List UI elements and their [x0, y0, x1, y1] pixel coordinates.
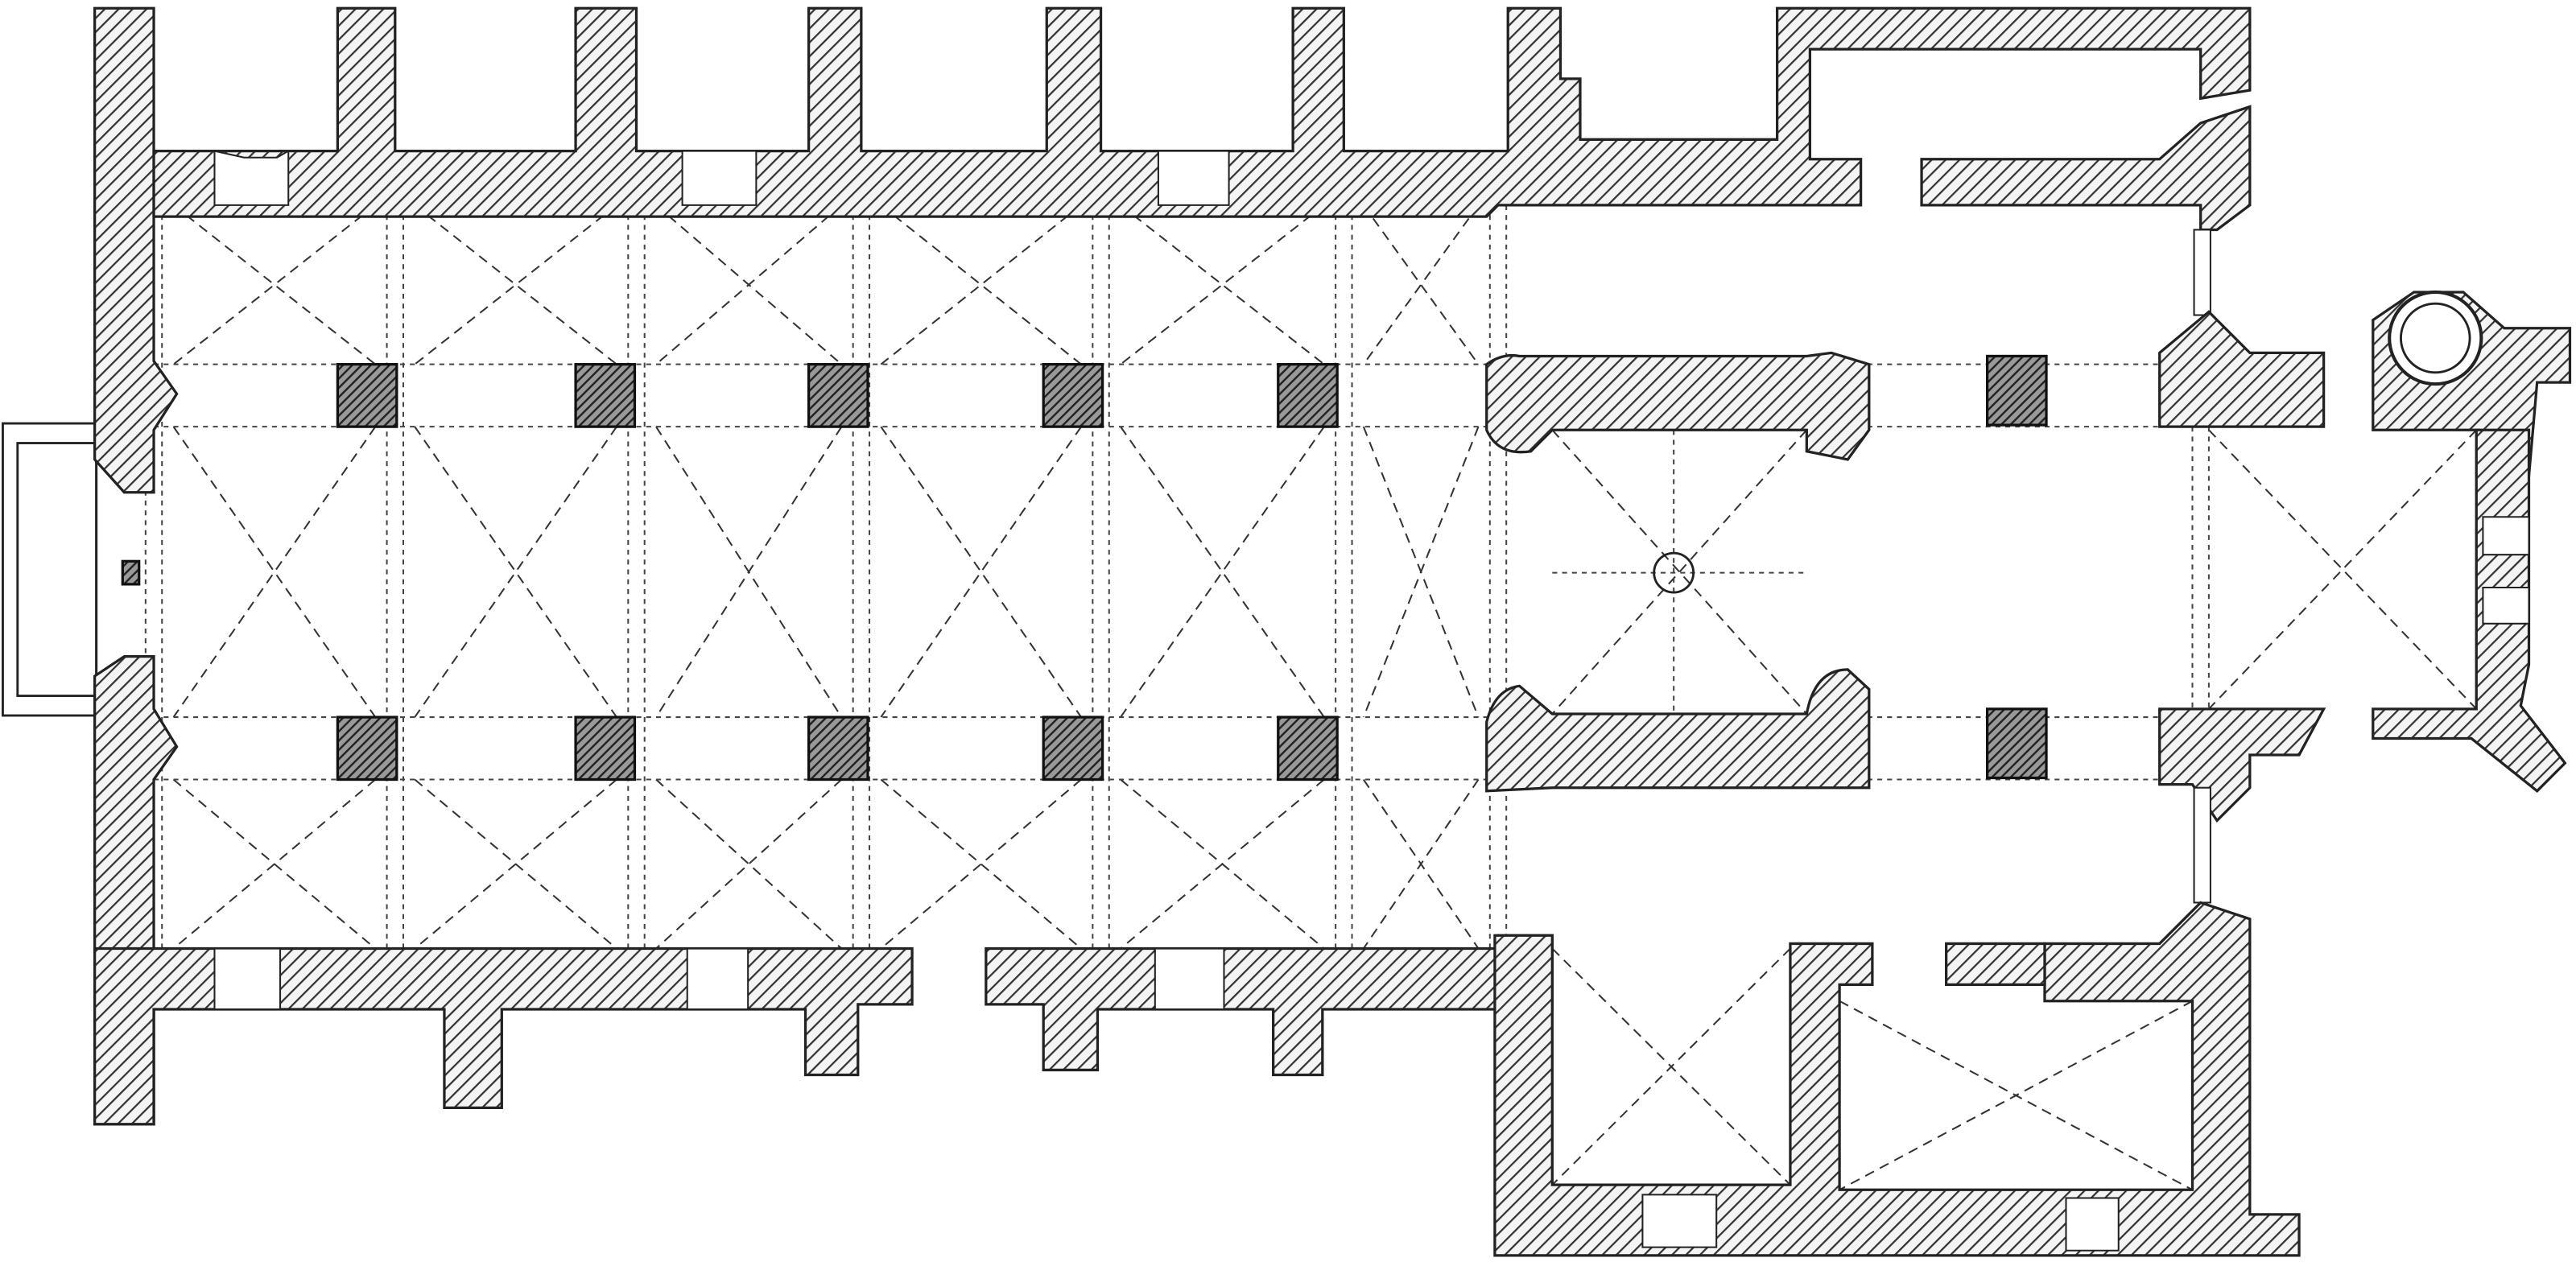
- vault-rib: [1120, 426, 1325, 718]
- vault-rib: [655, 778, 843, 950]
- chancel-pier: [1985, 707, 2048, 780]
- vault-rib: [655, 778, 843, 950]
- nave-pier: [1042, 363, 1104, 428]
- south-window: [2193, 786, 2211, 904]
- vault-rib: [880, 778, 1082, 950]
- vault-rib: [414, 778, 617, 950]
- south-chapels-wall: [1493, 901, 2301, 1257]
- vault-rib: [172, 778, 376, 950]
- south-chancel-wall: [1485, 668, 1871, 793]
- vault-rib: [414, 426, 617, 718]
- vault-rib: [655, 204, 843, 365]
- nave-pier: [1042, 716, 1104, 782]
- west-porch: [2, 422, 141, 717]
- vault-rib: [1551, 947, 1791, 1186]
- vault-rib: [1362, 778, 1480, 950]
- north-chancel-wall: [1485, 351, 1871, 461]
- vault-rib: [172, 426, 377, 718]
- vault-rib: [880, 204, 1082, 365]
- nave-pier: [1277, 716, 1339, 782]
- south-nave-wall-east: [985, 934, 1554, 1077]
- nave-pier: [336, 716, 398, 782]
- vault-rib: [1839, 1000, 2193, 1191]
- stair-tower-inner: [2400, 302, 2471, 374]
- vault-rib: [880, 426, 1082, 718]
- vault-rib: [880, 426, 1082, 718]
- vault-rib: [880, 204, 1082, 365]
- nave-pier: [336, 363, 398, 428]
- north-sacristy-wall: [1920, 105, 2252, 232]
- vault-rib: [1362, 426, 1480, 718]
- south-chapel-inner: [1945, 942, 2046, 987]
- piers: [336, 354, 2048, 782]
- chancel-pier: [1985, 354, 2048, 427]
- vault-rib: [1120, 204, 1325, 365]
- font-base: [121, 559, 141, 586]
- vault-rib: [655, 426, 843, 718]
- nave-pier: [574, 716, 637, 782]
- west-wall-north: [93, 6, 179, 494]
- nave-pier: [574, 363, 637, 428]
- nave-pier: [807, 363, 869, 428]
- vault-rib: [880, 778, 1082, 950]
- vault-rib: [1120, 426, 1325, 718]
- east-wall: [2372, 428, 2567, 793]
- stair-tower: [2388, 290, 2483, 386]
- windows: [213, 149, 2530, 1252]
- vault-rib: [414, 204, 617, 365]
- vault-rib: [414, 426, 617, 718]
- vault-boss: [1653, 551, 1695, 594]
- vault-rib: [1551, 429, 1808, 715]
- vault-rib: [414, 204, 617, 365]
- south-east-block: [2158, 707, 2326, 823]
- vault-rib: [172, 426, 377, 718]
- nave-pier: [807, 716, 869, 782]
- vault-rib: [1551, 429, 1808, 715]
- vault-rib: [1120, 778, 1325, 950]
- north-window: [2193, 229, 2211, 316]
- nave-pier: [1277, 363, 1339, 428]
- vault-rib: [1120, 204, 1325, 365]
- north-nave-wall: [152, 6, 2252, 218]
- vault-rib: [172, 204, 376, 365]
- vault-rib: [172, 204, 376, 365]
- walls: [93, 6, 2572, 1257]
- north-east-block: [2158, 310, 2326, 428]
